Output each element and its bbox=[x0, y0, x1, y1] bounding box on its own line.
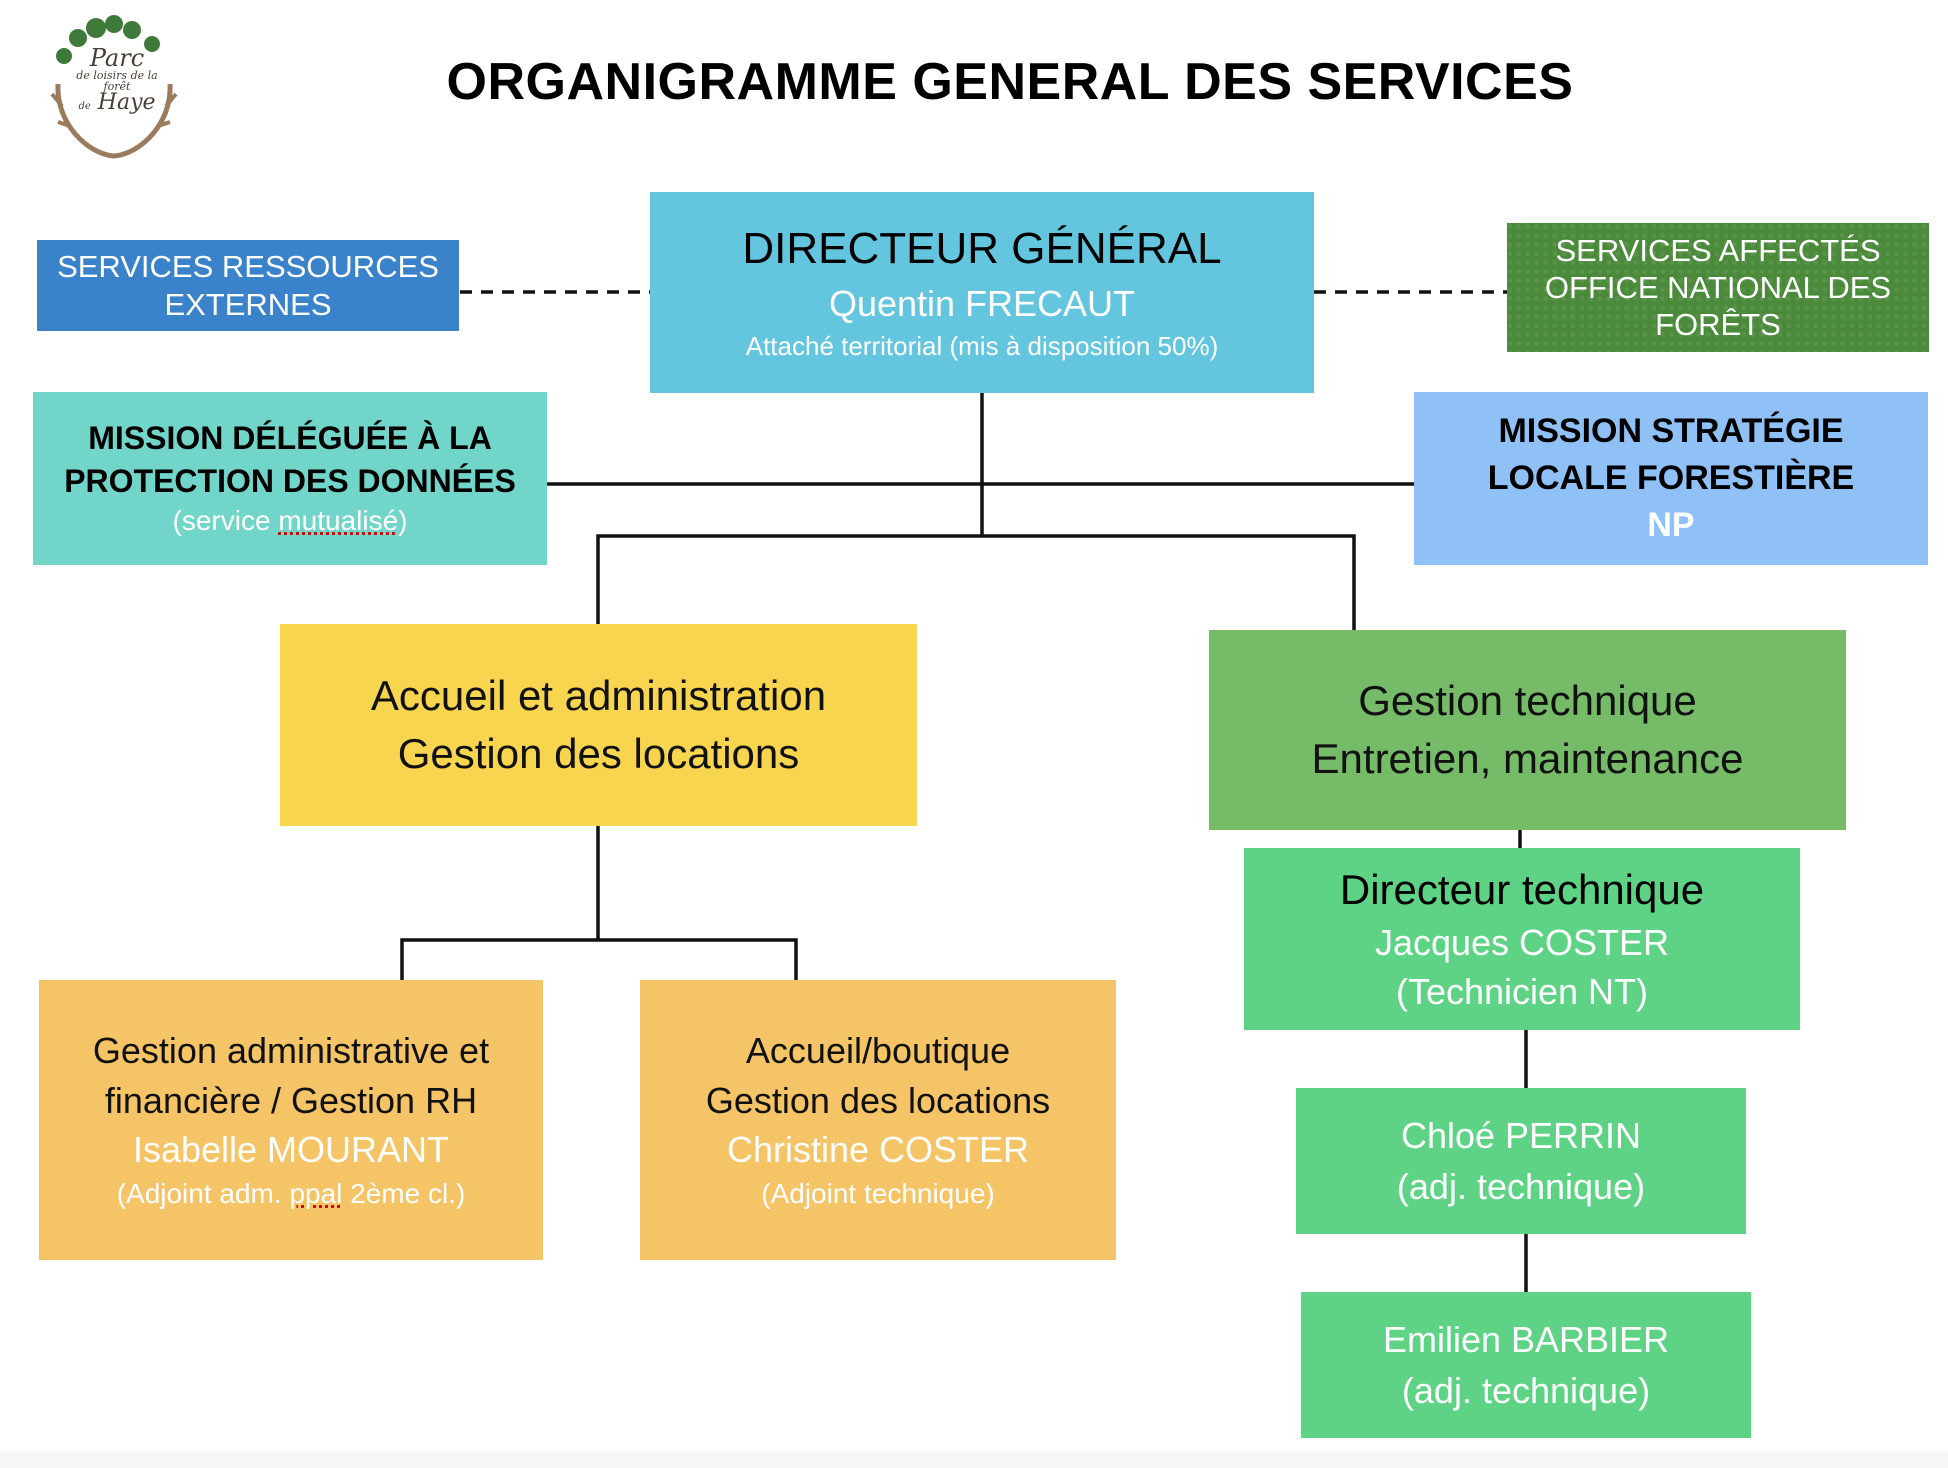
technical-line1: Gestion technique bbox=[1358, 676, 1697, 726]
finance-name: Isabelle MOURANT bbox=[133, 1128, 449, 1171]
director-name: Quentin FRECAUT bbox=[829, 282, 1135, 325]
tech-director-name: Jacques COSTER bbox=[1375, 921, 1669, 964]
director-general-box: DIRECTEUR GÉNÉRAL Quentin FRECAUT Attach… bbox=[650, 192, 1314, 393]
status-word: ppal bbox=[289, 1178, 342, 1209]
data-mission-note: (service mutualisé) bbox=[173, 504, 408, 538]
staff-perrin-name: Chloé PERRIN bbox=[1401, 1114, 1641, 1157]
external-line1: SERVICES RESSOURCES bbox=[57, 248, 439, 285]
admin-department-box: Accueil et administration Gestion des lo… bbox=[280, 624, 917, 826]
onf-line2: OFFICE NATIONAL DES bbox=[1545, 269, 1891, 306]
staff-barbier-status: (adj. technique) bbox=[1402, 1369, 1650, 1412]
data-protection-mission-box: MISSION DÉLÉGUÉE À LA PROTECTION DES DON… bbox=[33, 392, 547, 565]
forest-mission-line1: MISSION STRATÉGIE bbox=[1498, 411, 1843, 452]
forest-mission-line2: LOCALE FORESTIÈRE bbox=[1488, 458, 1854, 499]
note-open: (service bbox=[173, 505, 279, 536]
tech-director-box: Directeur technique Jacques COSTER (Tech… bbox=[1244, 848, 1800, 1030]
status-open: (Adjoint adm. bbox=[117, 1178, 290, 1209]
shop-box: Accueil/boutique Gestion des locations C… bbox=[640, 980, 1116, 1260]
tech-director-role: Directeur technique bbox=[1340, 865, 1704, 915]
tech-director-status: (Technicien NT) bbox=[1396, 970, 1648, 1013]
note-close: ) bbox=[398, 505, 407, 536]
staff-barbier-box: Emilien BARBIER (adj. technique) bbox=[1301, 1292, 1751, 1438]
footer-band bbox=[0, 1452, 1948, 1468]
director-status: Attaché territorial (mis à disposition 5… bbox=[746, 331, 1219, 362]
note-word: mutualisé bbox=[278, 505, 398, 536]
status-close: 2ème cl.) bbox=[342, 1178, 465, 1209]
staff-perrin-status: (adj. technique) bbox=[1397, 1165, 1645, 1208]
onf-services-box: SERVICES AFFECTÉS OFFICE NATIONAL DES FO… bbox=[1507, 223, 1929, 352]
shop-line2: Gestion des locations bbox=[706, 1079, 1050, 1122]
data-mission-line1: MISSION DÉLÉGUÉE À LA bbox=[88, 419, 492, 457]
staff-barbier-name: Emilien BARBIER bbox=[1383, 1318, 1669, 1361]
admin-children-connector bbox=[402, 940, 796, 980]
departments-connector bbox=[598, 536, 1354, 630]
onf-line1: SERVICES AFFECTÉS bbox=[1555, 232, 1880, 269]
shop-line1: Accueil/boutique bbox=[746, 1029, 1010, 1072]
finance-line1: Gestion administrative et bbox=[93, 1029, 489, 1072]
technical-line2: Entretien, maintenance bbox=[1312, 734, 1744, 784]
staff-perrin-box: Chloé PERRIN (adj. technique) bbox=[1296, 1088, 1746, 1234]
external-services-box: SERVICES RESSOURCES EXTERNES bbox=[37, 240, 459, 331]
director-role: DIRECTEUR GÉNÉRAL bbox=[742, 223, 1221, 276]
external-line2: EXTERNES bbox=[164, 286, 331, 323]
page-title: ORGANIGRAMME GENERAL DES SERVICES bbox=[0, 52, 1948, 112]
forest-strategy-mission-box: MISSION STRATÉGIE LOCALE FORESTIÈRE NP bbox=[1414, 392, 1928, 565]
shop-status: (Adjoint technique) bbox=[761, 1177, 994, 1211]
admin-line1: Accueil et administration bbox=[371, 671, 826, 721]
data-mission-line2: PROTECTION DES DONNÉES bbox=[64, 462, 516, 500]
shop-name: Christine COSTER bbox=[727, 1128, 1029, 1171]
finance-line2: financière / Gestion RH bbox=[105, 1079, 477, 1122]
finance-hr-box: Gestion administrative et financière / G… bbox=[39, 980, 543, 1260]
onf-line3: FORÊTS bbox=[1655, 306, 1781, 343]
admin-line2: Gestion des locations bbox=[398, 729, 800, 779]
finance-status: (Adjoint adm. ppal 2ème cl.) bbox=[117, 1177, 466, 1211]
forest-mission-line3: NP bbox=[1647, 505, 1694, 546]
technical-department-box: Gestion technique Entretien, maintenance bbox=[1209, 630, 1846, 830]
